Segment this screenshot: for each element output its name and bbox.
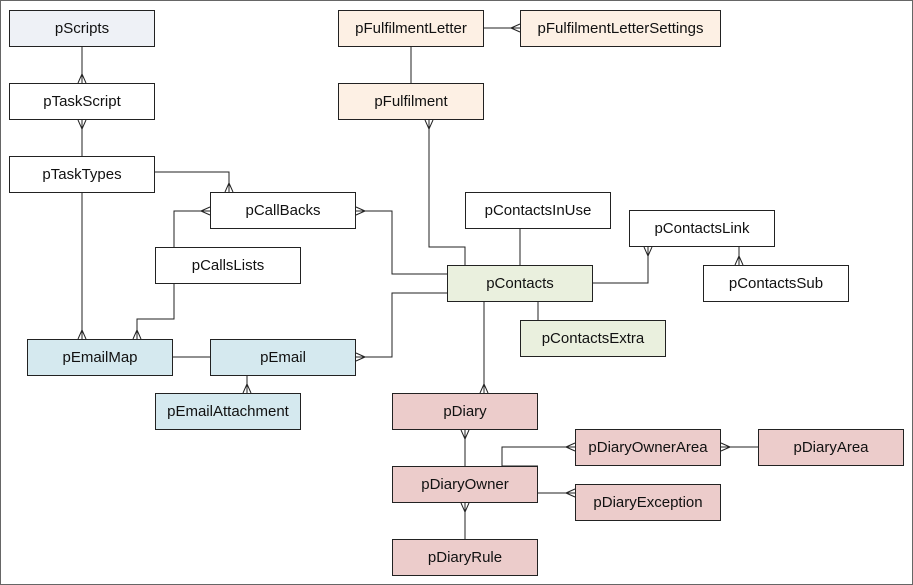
crows-foot-19 <box>565 442 576 452</box>
relationship-line-8 <box>356 292 447 358</box>
entity-pdiaryowner[interactable]: pDiaryOwner <box>392 466 538 503</box>
entity-pemailattachment[interactable]: pEmailAttachment <box>155 393 301 430</box>
entity-pdiaryexception[interactable]: pDiaryException <box>575 484 721 521</box>
relationship-line-4 <box>173 210 210 247</box>
entity-pemail[interactable]: pEmail <box>210 339 356 376</box>
entity-pcontactsinuse[interactable]: pContactsInUse <box>465 192 611 229</box>
crows-foot-4 <box>200 206 211 216</box>
entity-ptasktypes[interactable]: pTaskTypes <box>9 156 155 193</box>
entity-pdiaryarea[interactable]: pDiaryArea <box>758 429 904 466</box>
crows-foot-7 <box>242 383 252 394</box>
entity-pdiaryownerarea[interactable]: pDiaryOwnerArea <box>575 429 721 466</box>
relationship-line-9 <box>356 210 447 275</box>
entity-pcontactssub[interactable]: pContactsSub <box>703 265 849 302</box>
entity-pcallslists[interactable]: pCallsLists <box>155 247 301 284</box>
crows-foot-9 <box>355 206 366 216</box>
crows-foot-12 <box>424 119 434 130</box>
entity-pfulfilment[interactable]: pFulfilment <box>338 83 484 120</box>
entity-pcontacts[interactable]: pContacts <box>447 265 593 302</box>
entity-pfulfilmentletter[interactable]: pFulfilmentLetter <box>338 10 484 47</box>
relationship-line-2 <box>155 171 230 192</box>
crows-foot-14 <box>643 246 653 257</box>
crows-foot-8 <box>355 352 366 362</box>
crows-foot-1 <box>77 119 87 130</box>
entity-pcontactsextra[interactable]: pContactsExtra <box>520 320 666 357</box>
relationship-line-19 <box>501 446 575 467</box>
entity-pemailmap[interactable]: pEmailMap <box>27 339 173 376</box>
crows-foot-0 <box>77 73 87 84</box>
crows-foot-5 <box>132 329 142 340</box>
crows-foot-20 <box>720 442 731 452</box>
crows-foot-2 <box>224 182 234 193</box>
entity-pcallbacks[interactable]: pCallBacks <box>210 192 356 229</box>
crows-foot-15 <box>734 255 744 266</box>
crows-foot-3 <box>77 329 87 340</box>
entity-pcontactslink[interactable]: pContactsLink <box>629 210 775 247</box>
relationship-line-12 <box>428 120 466 265</box>
crows-foot-11 <box>510 23 521 33</box>
entity-pdiaryrule[interactable]: pDiaryRule <box>392 539 538 576</box>
crows-foot-17 <box>479 383 489 394</box>
crows-foot-22 <box>460 502 470 513</box>
entity-ptaskscript[interactable]: pTaskScript <box>9 83 155 120</box>
crows-foot-21 <box>565 488 576 498</box>
entity-pscripts[interactable]: pScripts <box>9 10 155 47</box>
entity-pdiary[interactable]: pDiary <box>392 393 538 430</box>
entity-pfulfilmentlettersettings[interactable]: pFulfilmentLetterSettings <box>520 10 721 47</box>
crows-foot-18 <box>460 429 470 440</box>
relationship-line-5 <box>136 284 175 339</box>
relationship-line-14 <box>593 247 649 284</box>
